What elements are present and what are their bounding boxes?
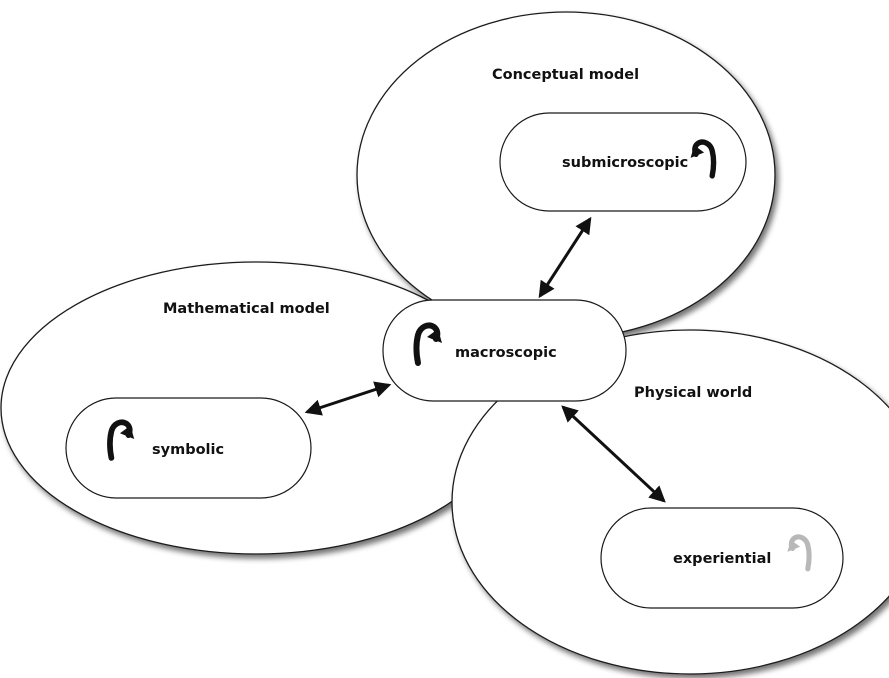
node-submicroscopic: submicroscopic [499, 112, 747, 212]
region-title-mathematical: Mathematical model [163, 301, 330, 317]
node-symbolic: symbolic [65, 397, 312, 499]
node-experiential: experiential [600, 507, 844, 609]
experiential-box [600, 507, 844, 609]
experiential-label: experiential [673, 551, 771, 567]
link-macroscopic-submicroscopic [538, 216, 592, 299]
link-macroscopic-symbolic [304, 381, 392, 416]
macroscopic-box [382, 299, 627, 402]
region-title-physical: Physical world [634, 385, 752, 401]
symbolic-label: symbolic [152, 442, 224, 458]
macroscopic-label: macroscopic [455, 345, 557, 361]
node-macroscopic: macroscopic [382, 299, 627, 402]
link-macroscopic-experiential [561, 405, 666, 503]
region-title-conceptual: Conceptual model [492, 67, 639, 83]
submicroscopic-label: submicroscopic [562, 155, 688, 171]
submicroscopic-box [499, 112, 747, 212]
